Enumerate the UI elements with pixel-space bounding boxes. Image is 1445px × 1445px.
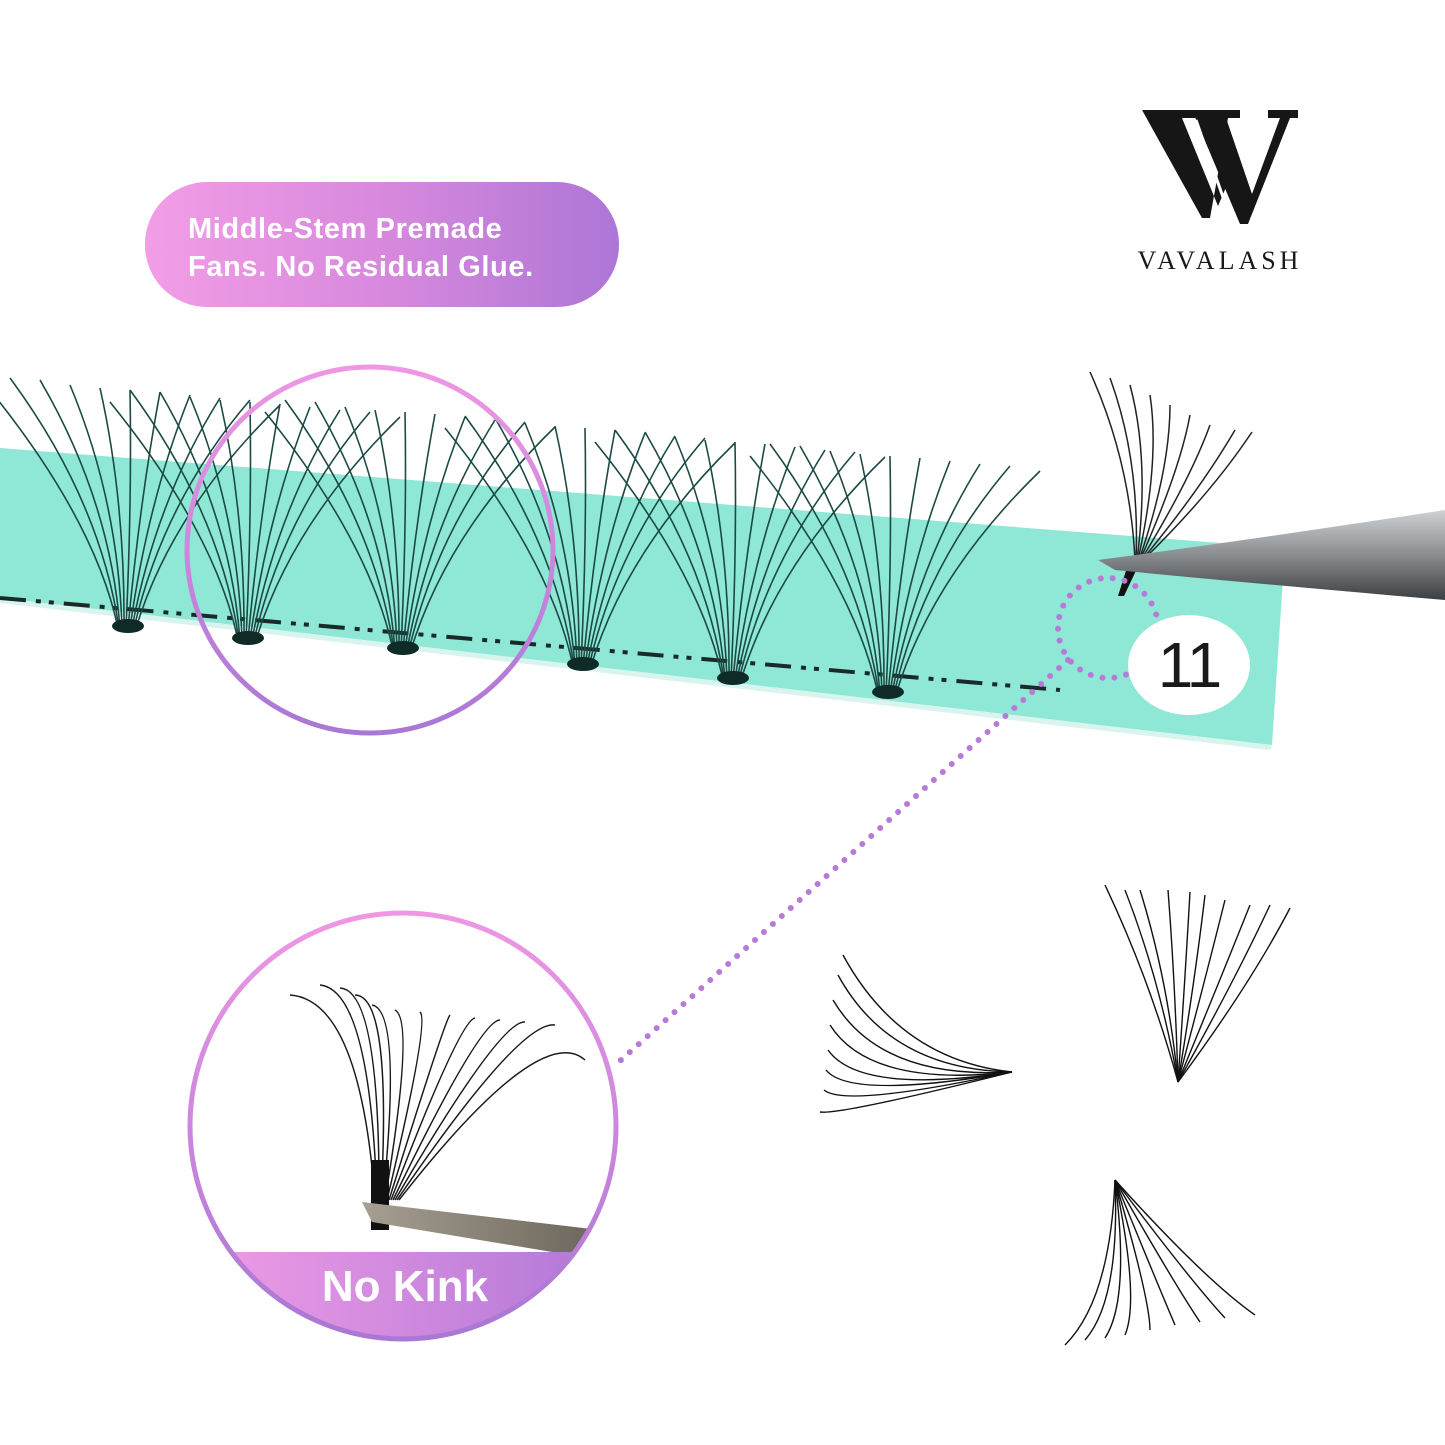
detail-circle-border — [187, 910, 619, 1342]
tweezers — [1098, 510, 1445, 600]
loose-fans — [819, 884, 1291, 1346]
no-kink-label: No Kink — [321, 1262, 489, 1311]
brand-logo-icon — [1142, 110, 1298, 224]
length-label: 11 — [1157, 629, 1222, 701]
feature-callout: Middle-Stem Premade Fans. No Residual Gl… — [145, 182, 619, 307]
feature-callout-line2: Fans. No Residual Glue. — [188, 251, 534, 283]
fan-bases — [112, 619, 904, 699]
feature-callout-line1: Middle-Stem Premade — [188, 213, 503, 245]
tray-fans — [0, 377, 1041, 695]
brand-name: VAVALASH — [1137, 246, 1303, 275]
lash-tray — [0, 448, 1285, 745]
highlight-circle — [184, 364, 556, 736]
length-badge: 11 — [1128, 615, 1250, 715]
lifted-fan — [1089, 371, 1253, 561]
